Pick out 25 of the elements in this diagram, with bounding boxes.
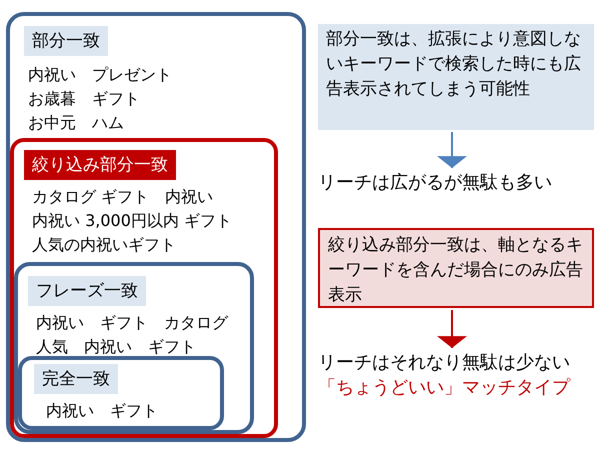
keyword-line: お歳暮 ギフト [28,88,140,110]
note-text: 絞り込み部分一致は、軸となるキーワードを含んだ場合にのみ広告表示 [328,234,584,307]
note-text: 部分一致は、拡張により意図しないキーワードで検索した時にも広告表示されてしまう可能性 [326,28,582,101]
heading-label: 絞り込み部分一致 [24,150,176,180]
keyword-line: 人気の内祝いギフト [32,234,176,256]
result-text: リーチはそれなり無駄は少ない [318,351,570,375]
keyword-line: 内祝い ギフト カタログ [36,312,228,334]
note-box [318,24,594,130]
down-arrow [437,132,467,168]
result-text: リーチは広がるが無駄も多い [318,171,552,195]
down-arrow [437,310,467,348]
heading-label: 部分一致 [24,26,108,56]
keyword-line: 内祝い ギフト [46,400,158,422]
keyword-line: 内祝い 3,000円以内 ギフト [32,210,232,232]
match-type-box [6,12,306,442]
note-box [318,228,594,308]
keyword-line: 内祝い プレゼント [28,64,172,86]
heading-label: 完全一致 [34,364,118,394]
highlight-text: 「ちょうどいい」マッチタイプ [318,376,570,400]
match-type-box [14,262,254,434]
keyword-line: カタログ ギフト 内祝い [32,186,214,208]
keyword-line: 人気 内祝い ギフト [36,336,196,358]
heading-label: フレーズ一致 [28,276,146,306]
keyword-line: お中元 ハム [28,112,124,134]
match-type-box [10,138,278,438]
